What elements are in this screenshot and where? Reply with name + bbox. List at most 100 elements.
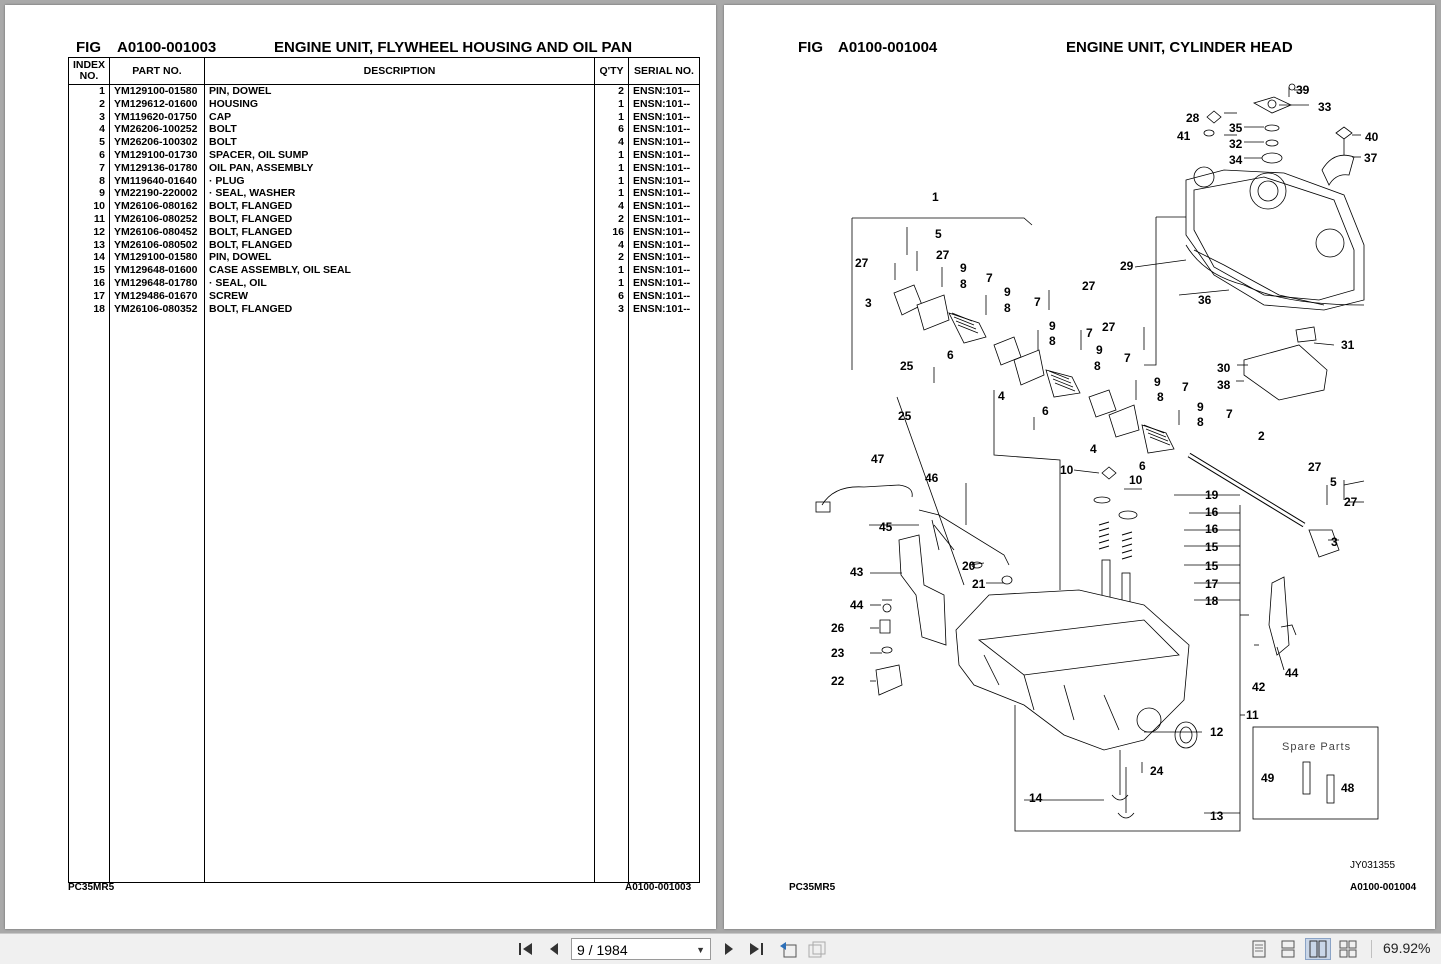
cell-qty: 1	[594, 264, 629, 277]
cell-serial: ENSN:101--	[628, 174, 700, 188]
cell-index: 14	[68, 251, 110, 265]
callout-6: 6	[1042, 404, 1049, 418]
cell-part: YM26206-100252	[109, 123, 205, 137]
cell-serial: ENSN:101--	[628, 123, 700, 137]
callout-47: 47	[871, 452, 885, 466]
cell-description: PIN, DOWEL	[204, 251, 595, 265]
callout-4: 4	[1090, 442, 1097, 456]
single-page-icon[interactable]	[1248, 938, 1270, 960]
cell-serial: ENSN:101--	[628, 225, 700, 239]
continuous-icon[interactable]	[1277, 938, 1299, 960]
cell-part: YM26106-080502	[109, 238, 205, 252]
cell-qty: 16	[594, 225, 629, 239]
table-filler-row	[68, 315, 700, 883]
callout-8: 8	[1094, 359, 1101, 373]
col-header-index: INDEX NO.	[68, 57, 110, 85]
drawing-code: JY031355	[1350, 860, 1395, 871]
fig-label: FIG	[798, 39, 823, 56]
previous-view-icon[interactable]	[777, 938, 799, 960]
callout-23: 23	[831, 646, 845, 660]
cell-index: 4	[68, 123, 110, 137]
chevron-down-icon[interactable]: ▼	[696, 945, 705, 955]
callout-48: 48	[1341, 781, 1355, 795]
viewer-toolbar: 9 / 1984 ▼ 69.92%	[0, 933, 1441, 964]
next-view-icon[interactable]	[806, 938, 828, 960]
cell-description: BOLT, FLANGED	[204, 238, 595, 252]
continuous-facing-icon[interactable]	[1337, 938, 1359, 960]
callout-42: 42	[1252, 680, 1266, 694]
callout-34: 34	[1229, 153, 1243, 167]
cell-serial: ENSN:101--	[628, 276, 700, 290]
cell-description: · SEAL, OIL	[204, 276, 595, 290]
callout-8: 8	[1197, 415, 1204, 429]
cell-description: CASE ASSEMBLY, OIL SEAL	[204, 264, 595, 277]
cell-description: BOLT, FLANGED	[204, 200, 595, 213]
callout-1: 1	[932, 190, 939, 204]
callout-45: 45	[879, 520, 893, 534]
cell-index: 17	[68, 289, 110, 303]
callout-labels: 3933284135323440371552727272727272936339…	[831, 83, 1379, 823]
last-page-icon[interactable]	[745, 938, 767, 960]
cell-part: YM26106-080162	[109, 200, 205, 213]
callout-27: 27	[1344, 495, 1358, 509]
cell-qty: 4	[594, 238, 629, 252]
callout-15: 15	[1205, 559, 1219, 573]
callout-8: 8	[1004, 301, 1011, 315]
callout-21: 21	[972, 577, 986, 591]
diagram-linework	[815, 83, 1379, 832]
cell-index: 12	[68, 225, 110, 239]
callout-7: 7	[1226, 407, 1233, 421]
fig-number: A0100-001004	[838, 39, 938, 56]
callout-38: 38	[1217, 378, 1231, 392]
cell-part: YM129648-01780	[109, 276, 205, 290]
fig-label: FIG	[76, 39, 101, 56]
callout-15: 15	[1205, 540, 1219, 554]
cell-index: 13	[68, 238, 110, 252]
facing-icon[interactable]	[1305, 938, 1331, 960]
callout-20: 20	[962, 559, 976, 573]
cell-part: YM119620-01750	[109, 110, 205, 124]
prev-page-icon[interactable]	[543, 938, 565, 960]
cell-part: YM129612-01600	[109, 97, 205, 111]
first-page-icon[interactable]	[515, 938, 537, 960]
callout-9: 9	[1049, 319, 1056, 333]
callout-7: 7	[1034, 295, 1041, 309]
callout-35: 35	[1229, 121, 1243, 135]
col-header-description: DESCRIPTION	[204, 57, 595, 85]
cell-qty: 1	[594, 161, 629, 175]
cell-description: PIN, DOWEL	[204, 84, 595, 98]
zoom-level[interactable]: 69.92%	[1383, 940, 1431, 956]
cell-serial: ENSN:101--	[628, 200, 700, 213]
spare-parts-label: Spare Parts	[1282, 741, 1351, 753]
callout-29: 29	[1120, 259, 1134, 273]
exploded-diagram: 3933284135323440371552727272727272936339…	[815, 83, 1395, 871]
cell-description: BOLT, FLANGED	[204, 225, 595, 239]
cell-serial: ENSN:101--	[628, 110, 700, 124]
callout-32: 32	[1229, 137, 1243, 151]
table-header-row: INDEX NO. PART NO. DESCRIPTION Q'TY SERI…	[68, 57, 700, 85]
cell-part: YM26206-100302	[109, 136, 205, 149]
cell-part: YM129648-01600	[109, 264, 205, 277]
cell-serial: ENSN:101--	[628, 251, 700, 265]
page-number-input[interactable]: 9 / 1984 ▼	[571, 938, 711, 960]
cell-serial: ENSN:101--	[628, 289, 700, 303]
left-page: FIG A0100-001003 ENGINE UNIT, FLYWHEEL H…	[5, 5, 716, 929]
cell-qty: 4	[594, 200, 629, 213]
callout-14: 14	[1029, 791, 1043, 805]
cell-serial: ENSN:101--	[628, 148, 700, 162]
cell-index: 7	[68, 161, 110, 175]
cell-index: 15	[68, 264, 110, 277]
next-page-icon[interactable]	[718, 938, 740, 960]
cell-index: 10	[68, 200, 110, 213]
callout-10: 10	[1129, 473, 1143, 487]
cell-description: SPACER, OIL SUMP	[204, 148, 595, 162]
